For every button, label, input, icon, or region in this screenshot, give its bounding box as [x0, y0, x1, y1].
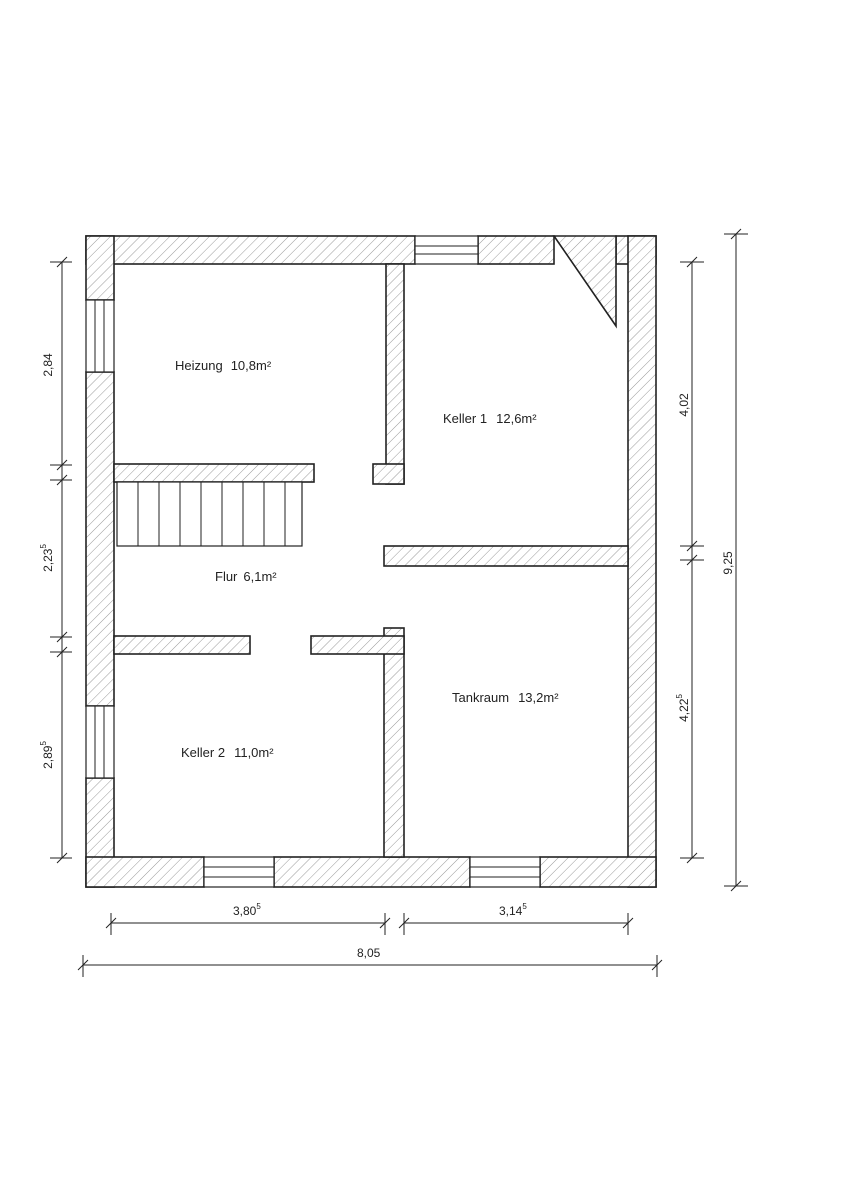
room-area-tankraum: 13,2m² [518, 690, 559, 705]
dim-left-top-value: 2,84 [41, 353, 55, 377]
room-name-tankraum: Tankraum [452, 690, 509, 705]
outer-walls [85, 235, 657, 888]
dim-bottom-left-sup: 5 [256, 902, 261, 911]
dim-bottom-left-value: 3,80 [233, 904, 257, 918]
wall-top-middle [477, 235, 555, 265]
window-top [414, 235, 479, 265]
room-area-keller1: 12,6m² [496, 411, 537, 426]
wall-center-upper-stub [372, 463, 405, 485]
dim-right-total: 9,25 [721, 551, 735, 575]
dim-right-bottom-sup: 5 [675, 694, 684, 699]
room-label-heizung: Heizung 10,8m² [175, 358, 272, 373]
window-bottom-left [203, 856, 275, 888]
room-area-flur: 6,1m² [243, 569, 277, 584]
dim-left-bottom: 2,895 [39, 741, 55, 769]
window-bottom-right [469, 856, 541, 888]
dim-right-bottom-value: 4,22 [677, 698, 691, 722]
room-label-tankraum: Tankraum 13,2m² [452, 690, 559, 705]
wall-right [627, 235, 657, 888]
dim-bottom-right: 3,145 [499, 902, 527, 918]
staircase [116, 481, 303, 547]
wall-top-left [85, 235, 416, 265]
dim-left-mid: 2,235 [39, 544, 55, 572]
dimension-lines [50, 228, 748, 977]
wall-bottom-middle [273, 856, 471, 888]
dim-bottom-total: 8,05 [357, 946, 381, 960]
wall-left-middle [85, 371, 115, 707]
chimney-corner [552, 235, 617, 329]
wall-heizung-stairs [113, 463, 315, 483]
dim-left-mid-sup: 5 [39, 544, 48, 549]
dim-bottom-total-value: 8,05 [357, 946, 381, 960]
wall-center-lower [383, 627, 405, 858]
wall-keller1-tankraum [383, 545, 629, 567]
wall-flur-keller2-right [310, 635, 405, 655]
room-name-keller1: Keller 1 [443, 411, 487, 426]
room-label-keller1: Keller 1 12,6m² [443, 411, 537, 426]
inner-walls [113, 263, 629, 858]
dim-right-total-value: 9,25 [721, 551, 735, 575]
dim-left-bottom-sup: 5 [39, 741, 48, 746]
wall-center-upper [385, 263, 405, 485]
room-area-keller2: 11,0m² [234, 745, 274, 760]
dim-left-mid-value: 2,23 [41, 548, 55, 572]
room-name-keller2: Keller 2 [181, 745, 225, 760]
windows [85, 235, 541, 888]
dim-left-top: 2,84 [41, 353, 55, 377]
dim-right-top-value: 4,02 [677, 393, 691, 417]
dim-left-bottom-value: 2,89 [41, 745, 55, 769]
dim-right-top: 4,02 [677, 393, 691, 417]
room-label-keller2: Keller 2 11,0m² [181, 745, 274, 760]
room-name-flur: Flur [215, 569, 238, 584]
room-label-flur: Flur 6,1m² [215, 569, 277, 584]
wall-bottom-left [85, 856, 205, 888]
window-left-upper [85, 299, 115, 373]
window-left-lower [85, 705, 115, 779]
dim-bottom-left: 3,805 [233, 902, 261, 918]
room-area-heizung: 10,8m² [231, 358, 272, 373]
room-name-heizung: Heizung [175, 358, 223, 373]
dim-bottom-right-value: 3,14 [499, 904, 523, 918]
wall-bottom-right [539, 856, 657, 888]
dim-right-bottom: 4,225 [675, 694, 691, 722]
wall-flur-keller2-left [113, 635, 251, 655]
wall-left-top [85, 235, 115, 301]
dim-bottom-right-sup: 5 [522, 902, 527, 911]
